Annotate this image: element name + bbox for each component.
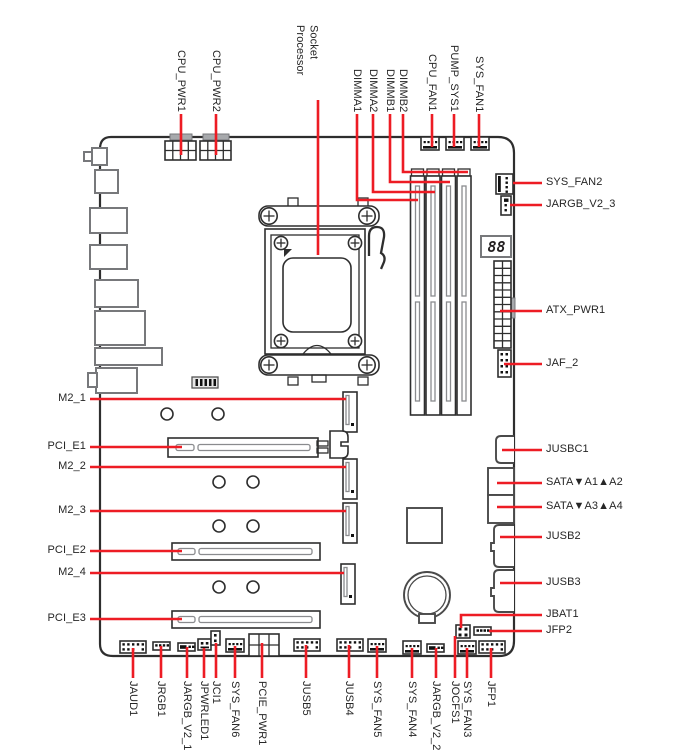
label-jusbc1: JUSBC1	[546, 443, 589, 455]
dimm-slots	[409, 168, 472, 416]
m2-2-slot	[342, 458, 358, 500]
label-pci-e1: PCI_E1	[47, 440, 86, 452]
label-m2-2: M2_2	[58, 460, 86, 472]
pcie3-slot	[171, 610, 321, 629]
chipset	[406, 507, 443, 544]
label-jbat1: JBAT1	[546, 608, 579, 620]
label-dimmb1: DIMMB1	[383, 68, 396, 112]
label-sys-fan2: SYS_FAN2	[546, 176, 603, 188]
label-jusb4: JUSB4	[342, 681, 355, 716]
label-jusb5: JUSB5	[299, 681, 312, 716]
header-strip	[191, 376, 219, 389]
label-sys-fan1: SYS_FAN1	[472, 55, 485, 112]
label-cpu-fan1: CPU_FAN1	[425, 54, 438, 112]
pcie2-slot	[171, 542, 321, 561]
label-jocfs1: JOCFS1	[448, 681, 461, 724]
label-atx-pwr1: ATX_PWR1	[546, 304, 606, 316]
jbat1-jumper	[455, 624, 471, 639]
label-sata-a3-a4: SATA▼A3▲A4	[546, 500, 623, 512]
sata-a1-a2-ports	[487, 467, 515, 496]
pcie-pwr1-connector	[248, 633, 280, 657]
label-processor-socket: Processor Socket	[293, 25, 320, 76]
label-jfp2: JFP2	[546, 624, 573, 636]
leader-lines	[90, 100, 542, 678]
label-pump-sys1: PUMP_SYS1	[447, 45, 460, 112]
label-dimma2: DIMMA2	[366, 68, 379, 112]
debug-code-display: 88	[480, 235, 512, 258]
label-jrgb1: JRGB1	[154, 681, 167, 717]
cpu-fan1-header	[420, 136, 440, 151]
m2-standoff-holes	[160, 407, 260, 594]
sys-fan2-header	[495, 173, 514, 195]
cmos-battery	[403, 571, 451, 624]
label-dimma1: DIMMA1	[350, 68, 363, 112]
debug-code-value: 88	[487, 238, 505, 256]
label-sys-fan3: SYS_FAN3	[460, 681, 473, 738]
label-jusb3: JUSB3	[546, 576, 581, 588]
label-jaud1: JAUD1	[126, 681, 139, 717]
jusb2-connector	[490, 524, 514, 568]
sata-a3-a4-ports	[487, 494, 515, 524]
label-jfp1: JFP1	[484, 681, 497, 708]
label-sys-fan5: SYS_FAN5	[370, 681, 383, 738]
label-jargb-v2-3: JARGB_V2_3	[546, 198, 616, 210]
label-cpu-pwr2: CPU_PWR2	[209, 50, 222, 112]
m2-3-slot	[342, 502, 358, 544]
label-jusb2: JUSB2	[546, 530, 581, 542]
label-m2-4: M2_4	[58, 566, 86, 578]
label-jargb-v2-2: JARGB_V2_2	[429, 681, 442, 751]
label-jaf-2: JAF_2	[546, 357, 579, 369]
jci1-header	[210, 630, 221, 646]
label-dimmb2: DIMMB2	[396, 68, 409, 112]
pcie1-slot	[167, 430, 349, 459]
jargb-v2-3-header	[500, 195, 512, 216]
jfp2-header	[473, 626, 492, 636]
label-jargb-v2-1: JARGB_V2_1	[180, 681, 193, 751]
label-m2-1: M2_1	[58, 392, 86, 404]
label-pci-e3: PCI_E3	[47, 612, 86, 624]
label-m2-3: M2_3	[58, 504, 86, 516]
label-sys-fan4: SYS_FAN4	[405, 681, 418, 738]
label-pcie-pwr1: PCIE_PWR1	[255, 681, 268, 746]
jusb3-connector	[490, 569, 514, 613]
rear-io-ports	[83, 147, 163, 394]
m2-4-slot	[340, 563, 356, 605]
label-jci1: JCI1	[209, 681, 222, 705]
cpu-socket	[258, 197, 386, 386]
label-sata-a1-a2: SATA▼A1▲A2	[546, 476, 623, 488]
label-pci-e2: PCI_E2	[47, 544, 86, 556]
label-cpu-pwr1: CPU_PWR1	[174, 50, 187, 112]
label-sys-fan6: SYS_FAN6	[228, 681, 241, 738]
label-jpwrled1: JPWRLED1	[197, 681, 210, 741]
